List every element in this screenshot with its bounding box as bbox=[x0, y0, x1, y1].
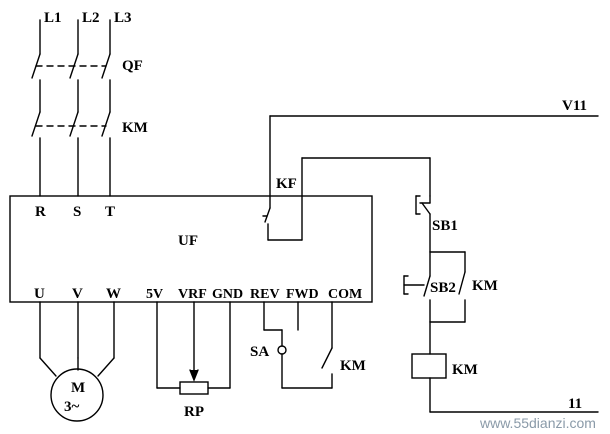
contactor-coil-km bbox=[411, 321, 599, 413]
label-sa: SA bbox=[250, 344, 269, 360]
label-qf: QF bbox=[122, 58, 143, 74]
fault-relay-kf bbox=[262, 115, 303, 241]
label-r: R bbox=[35, 204, 46, 220]
label-motor-3phase: 3~ bbox=[64, 399, 80, 415]
phase-lines bbox=[39, 19, 111, 55]
label-km-coil: KM bbox=[452, 362, 478, 378]
label-fwd: FWD bbox=[286, 287, 319, 302]
label-gnd: GND bbox=[212, 287, 243, 302]
stop-button-sb1 bbox=[415, 195, 431, 253]
label-rp: RP bbox=[184, 404, 204, 420]
label-w: W bbox=[106, 286, 121, 302]
label-com: COM bbox=[328, 287, 362, 302]
aux-contact-km-1 bbox=[458, 251, 466, 323]
inverter-box bbox=[9, 195, 373, 303]
labels: L1 L2 L3 QF KM R S T UF KF U V W 5V VRF … bbox=[34, 10, 596, 431]
label-v: V bbox=[72, 286, 83, 302]
label-km-aux-1: KM bbox=[472, 278, 498, 294]
start-button-sb2 bbox=[403, 251, 466, 323]
label-km-aux-2: KM bbox=[340, 358, 366, 374]
watermark: www.55dianzi.com bbox=[479, 415, 596, 431]
label-u: U bbox=[34, 286, 45, 302]
contactor-km-main bbox=[31, 111, 111, 197]
label-l1: L1 bbox=[44, 10, 62, 26]
label-motor-m: M bbox=[71, 380, 85, 396]
label-5v: 5V bbox=[146, 287, 163, 302]
label-v11: V11 bbox=[562, 98, 587, 114]
label-l3: L3 bbox=[114, 10, 132, 26]
label-sb2: SB2 bbox=[430, 280, 456, 296]
label-uf: UF bbox=[178, 233, 198, 249]
label-s: S bbox=[73, 204, 81, 220]
motor-wires bbox=[39, 301, 115, 377]
label-kf: KF bbox=[276, 176, 297, 192]
label-rev: REV bbox=[250, 287, 280, 302]
breaker-qf bbox=[31, 53, 111, 113]
label-11: 11 bbox=[568, 396, 582, 412]
label-sb1: SB1 bbox=[432, 218, 458, 234]
label-l2: L2 bbox=[82, 10, 100, 26]
switch-sa-pivot bbox=[277, 345, 287, 355]
potentiometer-rp bbox=[156, 301, 231, 395]
switch-sa bbox=[263, 301, 283, 389]
aux-contact-km-2 bbox=[281, 301, 333, 389]
label-t: T bbox=[105, 204, 115, 220]
motor bbox=[50, 368, 104, 422]
label-km-main: KM bbox=[122, 120, 148, 136]
control-wire bbox=[301, 157, 431, 197]
label-vrf: VRF bbox=[178, 287, 207, 302]
